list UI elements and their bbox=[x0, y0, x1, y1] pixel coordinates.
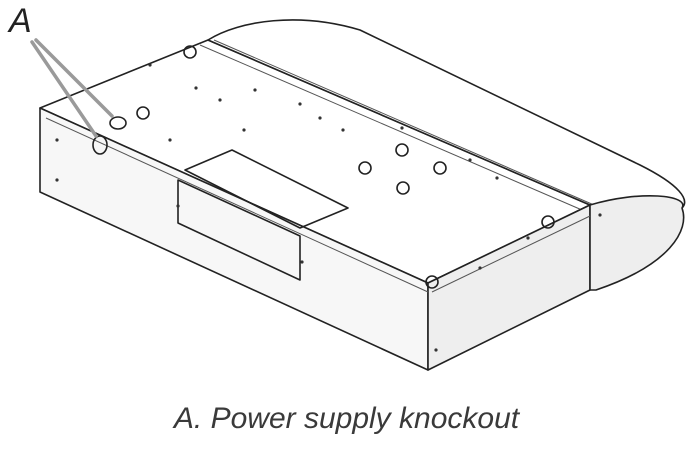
small-holes bbox=[55, 63, 602, 352]
cover-seam bbox=[199, 44, 583, 211]
front-lip-edge bbox=[45, 117, 429, 293]
side-lip-edge bbox=[431, 215, 591, 293]
callout-label: A bbox=[9, 2, 32, 40]
boss-1 bbox=[358, 161, 372, 175]
top-vent-opening bbox=[184, 149, 349, 229]
keyhole-2 bbox=[541, 215, 555, 229]
top-knockout bbox=[109, 116, 127, 130]
boss-2 bbox=[395, 143, 409, 157]
keyhole-3 bbox=[425, 275, 439, 289]
figure-caption: A. Power supply knockout bbox=[173, 402, 520, 435]
front-vent-opening bbox=[177, 179, 301, 281]
leader-line-front bbox=[30, 40, 98, 138]
boss-4 bbox=[396, 181, 410, 195]
power-supply-knockout bbox=[92, 135, 108, 155]
leader-line-top bbox=[34, 38, 114, 118]
cover-seam-2 bbox=[213, 39, 595, 206]
hood-curved-cover-top bbox=[207, 19, 686, 209]
top-knockout-screw bbox=[136, 106, 150, 120]
hood-curved-end bbox=[589, 195, 685, 291]
keyhole-1 bbox=[183, 45, 197, 59]
boss-3 bbox=[433, 161, 447, 175]
